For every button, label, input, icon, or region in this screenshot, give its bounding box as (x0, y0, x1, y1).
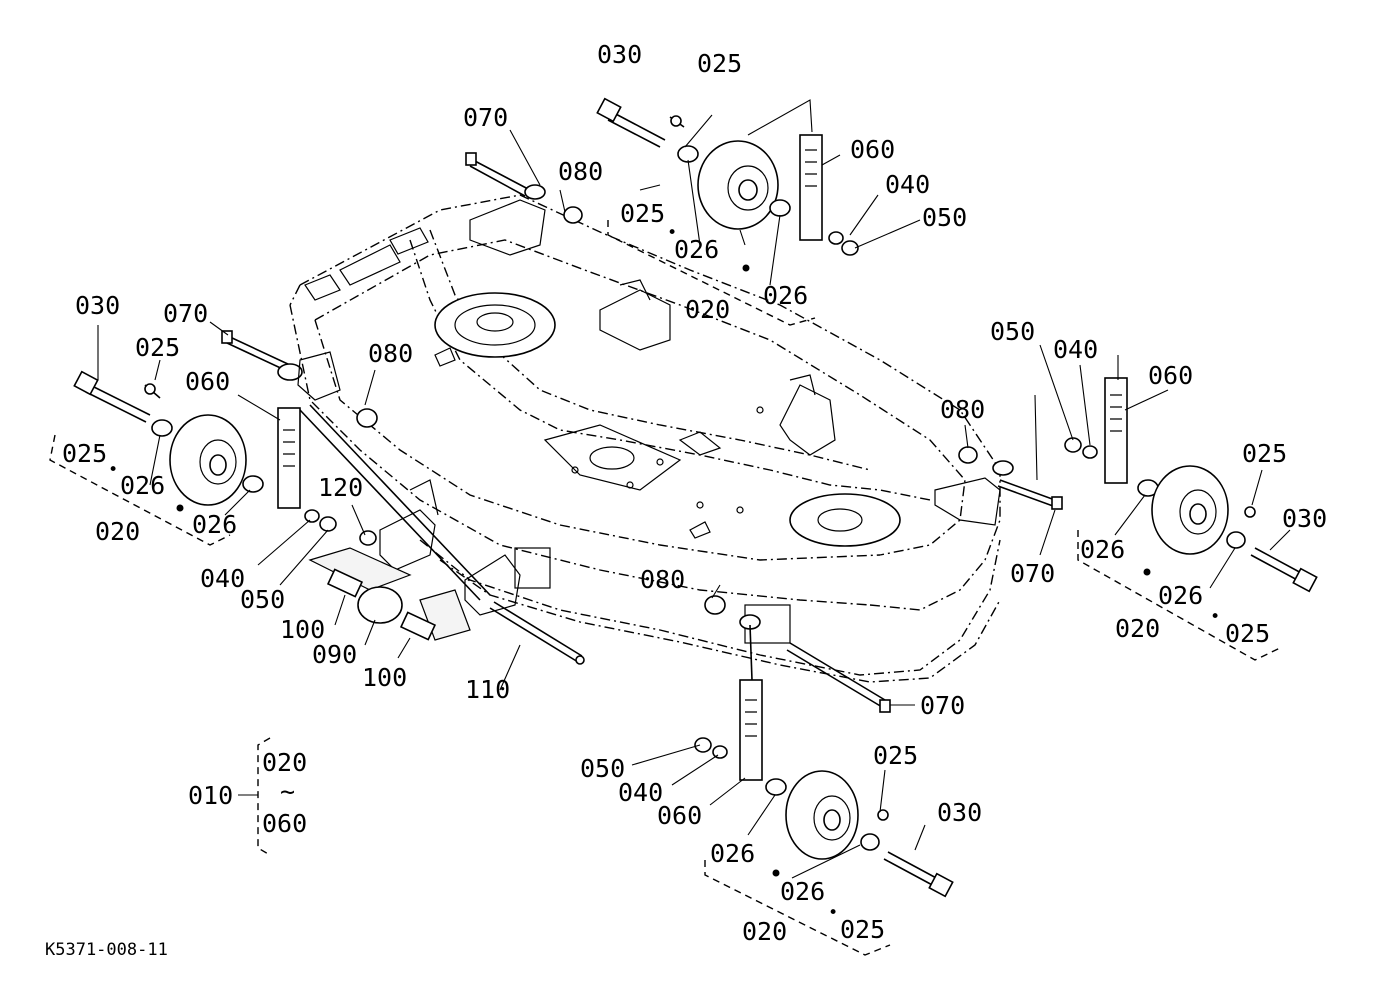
bottom-pin-label: 070 (920, 691, 965, 720)
assembly-range-from-label: 020 (262, 748, 307, 777)
left-spacer-b-label: 026 (120, 471, 165, 500)
right-washer-label: 040 (1053, 335, 1098, 364)
left-nut-label: 050 (240, 585, 285, 614)
assembly-ref-label: 010 (188, 781, 233, 810)
right-bush-label: 026 (1080, 535, 1125, 564)
top-pipe-label: 060 (850, 135, 895, 164)
left-pipe-label: 060 (185, 367, 230, 396)
left-grease-label: 025 (135, 333, 180, 362)
assembly-range-to-label: 060 (262, 809, 307, 838)
bottom-wheel-group (631, 584, 954, 956)
bottom-washer-label: 040 (618, 778, 663, 807)
top-wheel-group (465, 97, 921, 326)
top-bullet: • (667, 223, 677, 243)
linkage-collar-a-label: 100 (280, 615, 325, 644)
bottom-bush-label: 026 (710, 839, 755, 868)
right-bolt-label: 030 (1282, 504, 1327, 533)
bottom-bolt-label: 030 (937, 798, 982, 827)
bottom-pipe-label: 060 (657, 801, 702, 830)
bottom-ring-label: 080 (640, 565, 685, 594)
left-pin-label: 070 (163, 299, 208, 328)
left-ring-label: 080 (368, 339, 413, 368)
right-wheel-label: 020 (1115, 614, 1160, 643)
right-nut-label: 050 (990, 317, 1035, 346)
top-pin-label: 070 (463, 103, 508, 132)
left-washer-label: 040 (200, 564, 245, 593)
bottom-spacer-a-label: 026 (780, 877, 825, 906)
right-pin-label: 070 (1010, 559, 1055, 588)
right-wheel-group (934, 344, 1318, 661)
right-pipe-label: 060 (1148, 361, 1193, 390)
right-spacer-b-label: 025 (1225, 619, 1270, 648)
bottom-wheel-label: 020 (742, 917, 787, 946)
bottom-nut-label: 050 (580, 754, 625, 783)
top-washer-label: 040 (885, 170, 930, 199)
top-wheel-label: 020 (685, 295, 730, 324)
linkage-rod-label: 110 (465, 675, 510, 704)
left-wheel-label: 020 (95, 517, 140, 546)
top-bush-label: 026 (763, 281, 808, 310)
assembly-bracket (238, 737, 271, 856)
top-ring-label: 080 (558, 157, 603, 186)
left-bush-label: 026 (192, 510, 237, 539)
bottom-spacer-b-label: 025 (840, 915, 885, 944)
mower-deck (289, 194, 1001, 683)
linkage-group (299, 404, 585, 691)
left-wheel-group (49, 321, 378, 586)
top-nut-label: 050 (922, 203, 967, 232)
linkage-roller-label: 090 (312, 640, 357, 669)
left-bolt-label: 030 (75, 291, 120, 320)
assembly-range-sep-label: ~ (280, 777, 295, 806)
left-spacer-a-label: 025 (62, 439, 107, 468)
left-bullet: • (108, 460, 118, 480)
linkage-nut-label: 120 (318, 473, 363, 502)
top-spacer-a-label: 025 (620, 199, 665, 228)
linkage-collar-b-label: 100 (362, 663, 407, 692)
right-spacer-a-label: 026 (1158, 581, 1203, 610)
bottom-grease-label: 025 (873, 741, 918, 770)
top-grease-label: 025 (697, 49, 742, 78)
top-spacer-b-label: 026 (674, 235, 719, 264)
right-bullet: • (1210, 607, 1220, 627)
figure-id-label: K5371-008-11 (45, 940, 168, 960)
right-grease-label: 025 (1242, 439, 1287, 468)
top-bolt-label: 030 (597, 40, 642, 69)
right-ring-label: 080 (940, 395, 985, 424)
bottom-bullet: • (828, 903, 838, 923)
